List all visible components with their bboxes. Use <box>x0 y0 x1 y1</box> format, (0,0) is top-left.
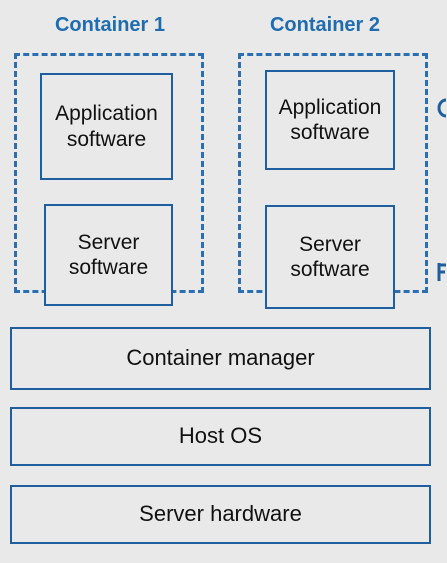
container-1-title: Container 1 <box>54 14 166 36</box>
container-1-server-software: Server software <box>44 204 173 306</box>
container-2-title: Container 2 <box>269 14 381 36</box>
edge-fragment-top <box>437 98 447 118</box>
container-1-application-software: Application software <box>40 73 173 180</box>
container-2-application-software: Application software <box>265 70 395 170</box>
container-2-server-software: Server software <box>265 205 395 309</box>
container-manager-layer: Container manager <box>10 327 431 390</box>
server-hardware-layer: Server hardware <box>10 485 431 544</box>
edge-fragment-bottom <box>437 263 446 281</box>
host-os-layer: Host OS <box>10 407 431 466</box>
